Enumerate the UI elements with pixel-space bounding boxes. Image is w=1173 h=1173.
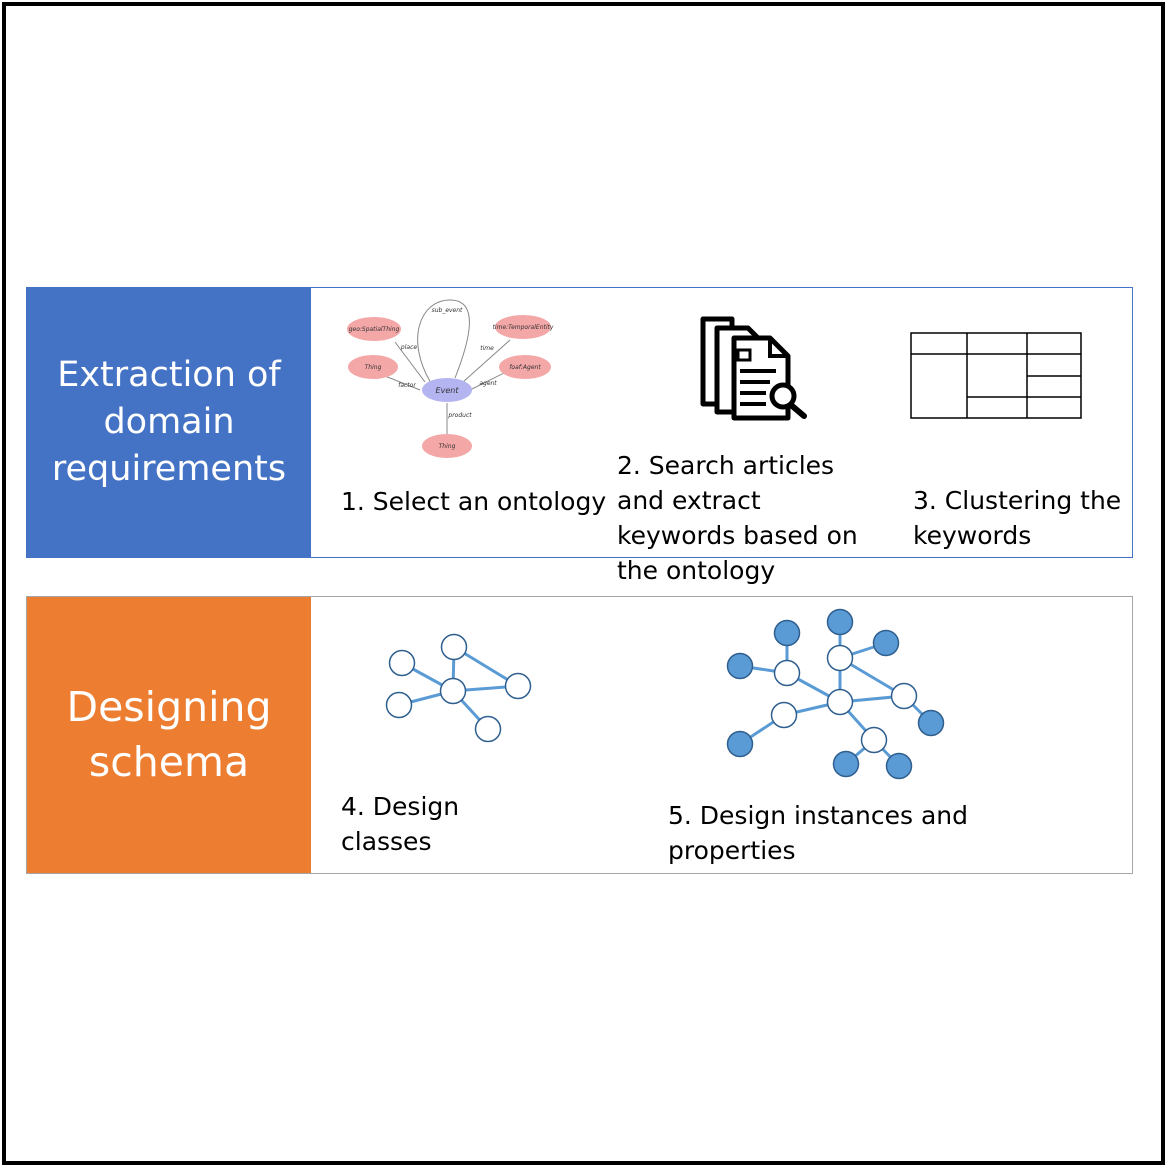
stage-designing-row: Designing schema [26, 596, 1133, 874]
step-caption-line: keywords based on [617, 521, 858, 550]
step-caption-line: 5. Design instances and [668, 801, 968, 830]
stage-label-line: schema [88, 738, 250, 786]
table-grid-icon [910, 332, 1082, 419]
step-caption-line: 3. Clustering the [913, 486, 1122, 515]
step-caption-line: and extract [617, 486, 761, 515]
step-5-caption: 5. Design instances and properties [668, 798, 968, 868]
step-2-caption: 2. Search articles and extract keywords … [617, 448, 858, 588]
stage-label-line: domain [103, 402, 235, 442]
document-search-icon [700, 316, 807, 421]
step-4-caption: 4. Design classes [341, 789, 459, 859]
step-caption-line: the ontology [617, 556, 776, 585]
stage-extraction-row: Extraction of domain requirements [26, 287, 1133, 558]
step-caption-line: 1. Select an ontology [341, 487, 607, 516]
step-caption-line: properties [668, 836, 796, 865]
stage-label-line: Designing [66, 683, 272, 731]
step-caption-line: 2. Search articles [617, 451, 835, 480]
step-3-caption: 3. Clustering the keywords [913, 483, 1121, 553]
stage-label-line: Extraction of [57, 355, 281, 395]
step-caption-line: classes [341, 827, 432, 856]
stage-designing-label: Designing schema [27, 597, 311, 873]
step-caption-line: 4. Design [341, 792, 460, 821]
stage-extraction-label: Extraction of domain requirements [27, 288, 311, 557]
step-caption-line: keywords [913, 521, 1032, 550]
stage-label-line: requirements [51, 449, 287, 489]
step-1-caption: 1. Select an ontology [341, 484, 606, 519]
